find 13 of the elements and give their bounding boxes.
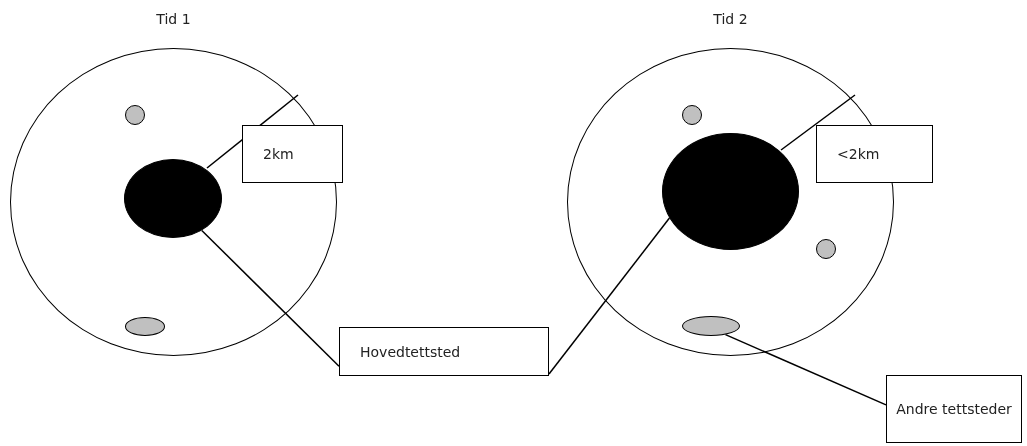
callout-box: Hovedtettsted xyxy=(339,327,549,376)
leader-line xyxy=(201,229,340,367)
time-heading: Tid 1 xyxy=(155,11,192,27)
distance-label-box: <2km xyxy=(816,125,933,183)
small-circle xyxy=(682,105,702,125)
small-ellipse xyxy=(125,317,165,336)
small-circle xyxy=(816,239,836,259)
small-circle xyxy=(125,105,145,125)
leader-line xyxy=(548,217,671,375)
callout-box: Andre tettsteder xyxy=(886,375,1022,443)
leader-line xyxy=(724,333,887,406)
small-ellipse xyxy=(682,316,740,336)
time-heading: Tid 2 xyxy=(712,11,749,27)
